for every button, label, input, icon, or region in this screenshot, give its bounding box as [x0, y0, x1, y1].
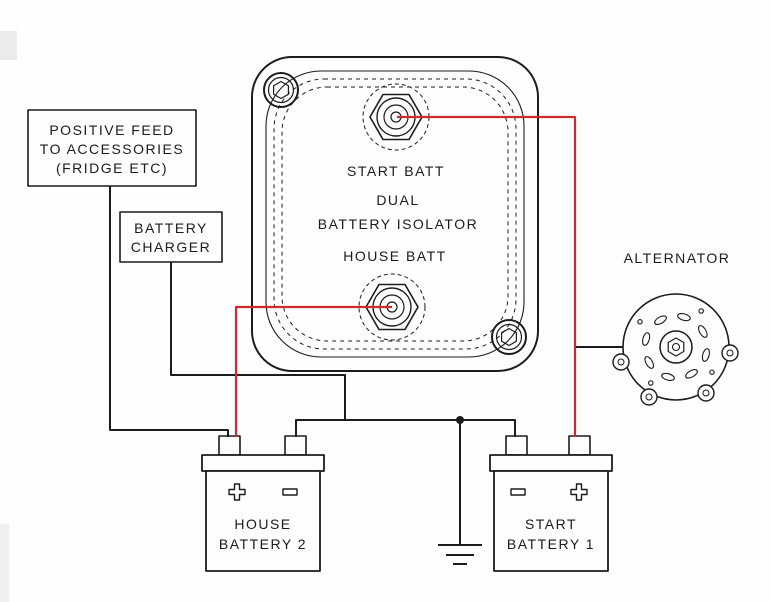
accessory-feed-label-line2: TO ACCESSORIES	[40, 141, 184, 157]
plus-symbol-icon	[570, 483, 588, 501]
junction-dot	[456, 416, 464, 424]
isolator-name-line2: BATTERY ISOLATOR	[318, 216, 478, 232]
wire-battery-charger	[170, 262, 346, 420]
scan-artifact	[0, 524, 9, 602]
accessory-feed-box	[27, 109, 197, 187]
battery-charger-label-line1: BATTERY	[134, 220, 208, 236]
wire-negative-bus	[295, 419, 516, 437]
house-battery-positive-post	[218, 435, 241, 456]
battery-charger-label-line2: CHARGER	[131, 239, 212, 255]
house-battery-drawing	[201, 435, 325, 572]
bolt-top-left-icon	[263, 72, 299, 108]
ground-symbol-icon	[438, 544, 482, 565]
house-battery-label-line1: HOUSE	[234, 516, 291, 532]
alternator-label: ALTERNATOR	[624, 250, 731, 266]
battery-charger-box	[119, 211, 223, 263]
minus-symbol-icon	[510, 488, 526, 496]
start-battery-label-line1: START	[525, 516, 577, 532]
start-battery-positive-post	[568, 435, 591, 456]
start-battery-negative-post	[505, 435, 528, 456]
house-battery-negative-post	[284, 435, 307, 456]
bolt-bottom-right-icon	[491, 319, 527, 355]
text-layer: POSITIVE FEED TO ACCESSORIES (FRIDGE ETC…	[40, 122, 731, 552]
isolator-name-line1: DUAL	[376, 192, 419, 208]
accessory-feed-label-line3: (FRIDGE ETC)	[56, 160, 168, 176]
accessory-feed-label-line1: POSITIVE FEED	[49, 122, 174, 138]
isolator-house-terminal-label: HOUSE BATT	[343, 248, 446, 264]
isolator-start-terminal-label: START BATT	[347, 163, 445, 179]
isolator-body	[251, 56, 539, 372]
wire-start-battery-red	[397, 115, 577, 437]
alternator-drawing	[612, 293, 739, 406]
wire-house-battery-red	[234, 305, 392, 437]
red-wire-layer	[234, 115, 577, 437]
wire-accessory-feed	[109, 186, 229, 437]
minus-symbol-icon	[282, 488, 298, 496]
plus-symbol-icon	[228, 483, 246, 501]
house-battery-label-line2: BATTERY 2	[219, 536, 307, 552]
start-battery-label-line2: BATTERY 1	[507, 536, 595, 552]
scan-artifact	[0, 31, 17, 60]
start-battery-drawing	[489, 435, 613, 572]
